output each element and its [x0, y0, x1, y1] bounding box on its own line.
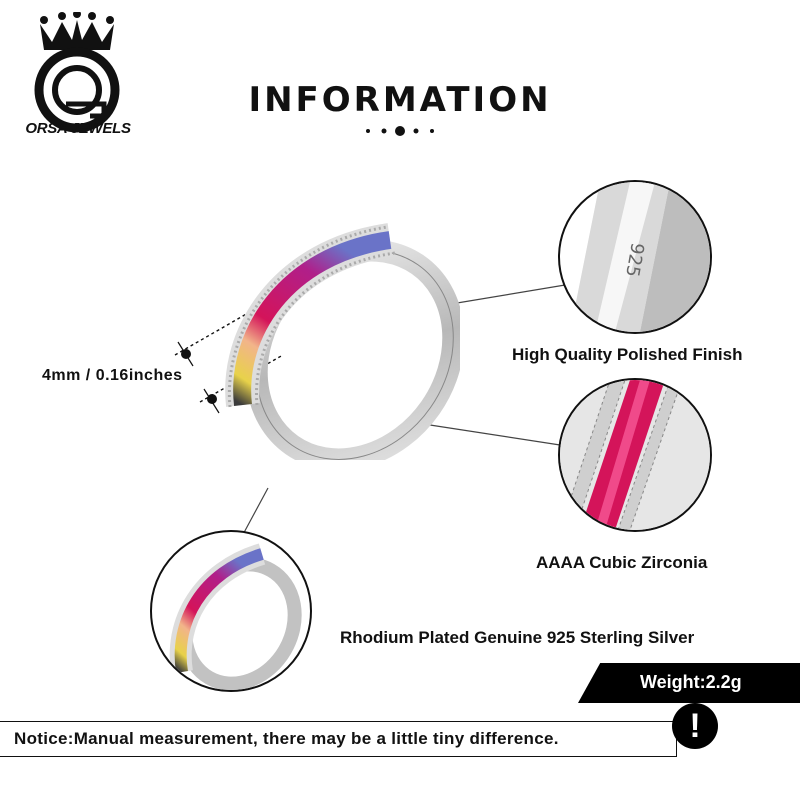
exclamation-icon: ! [672, 703, 718, 749]
brand-logo [34, 12, 120, 133]
crown-icon [40, 12, 114, 50]
detail-zirconia-circle [558, 378, 712, 532]
detail-ring-circle [150, 530, 312, 692]
page-title: INFORMATION [248, 80, 552, 120]
feature-polished-label: High Quality Polished Finish [512, 345, 743, 364]
feature-silver-label: Rhodium Plated Genuine 925 Sterling Silv… [340, 628, 695, 647]
o-letter-icon [34, 47, 120, 133]
feature-zirconia-label: AAAA Cubic Zirconia [536, 553, 708, 572]
dot-divider-icon [366, 126, 434, 136]
zirconia-image [560, 380, 710, 530]
notice-text: Notice:Manual measurement, there may be … [14, 729, 559, 748]
brand-name: ORSA JEWELS [25, 120, 131, 137]
ring-stamp-image: 925 [570, 182, 710, 332]
weight-banner [578, 663, 800, 703]
detail-stamp-circle: 925 [558, 180, 712, 334]
main-ring-image [225, 223, 460, 460]
ring-side-image [169, 543, 302, 690]
dimension-label: 4mm / 0.16inches [42, 367, 183, 384]
weight-label: Weight:2.2g [640, 672, 742, 692]
